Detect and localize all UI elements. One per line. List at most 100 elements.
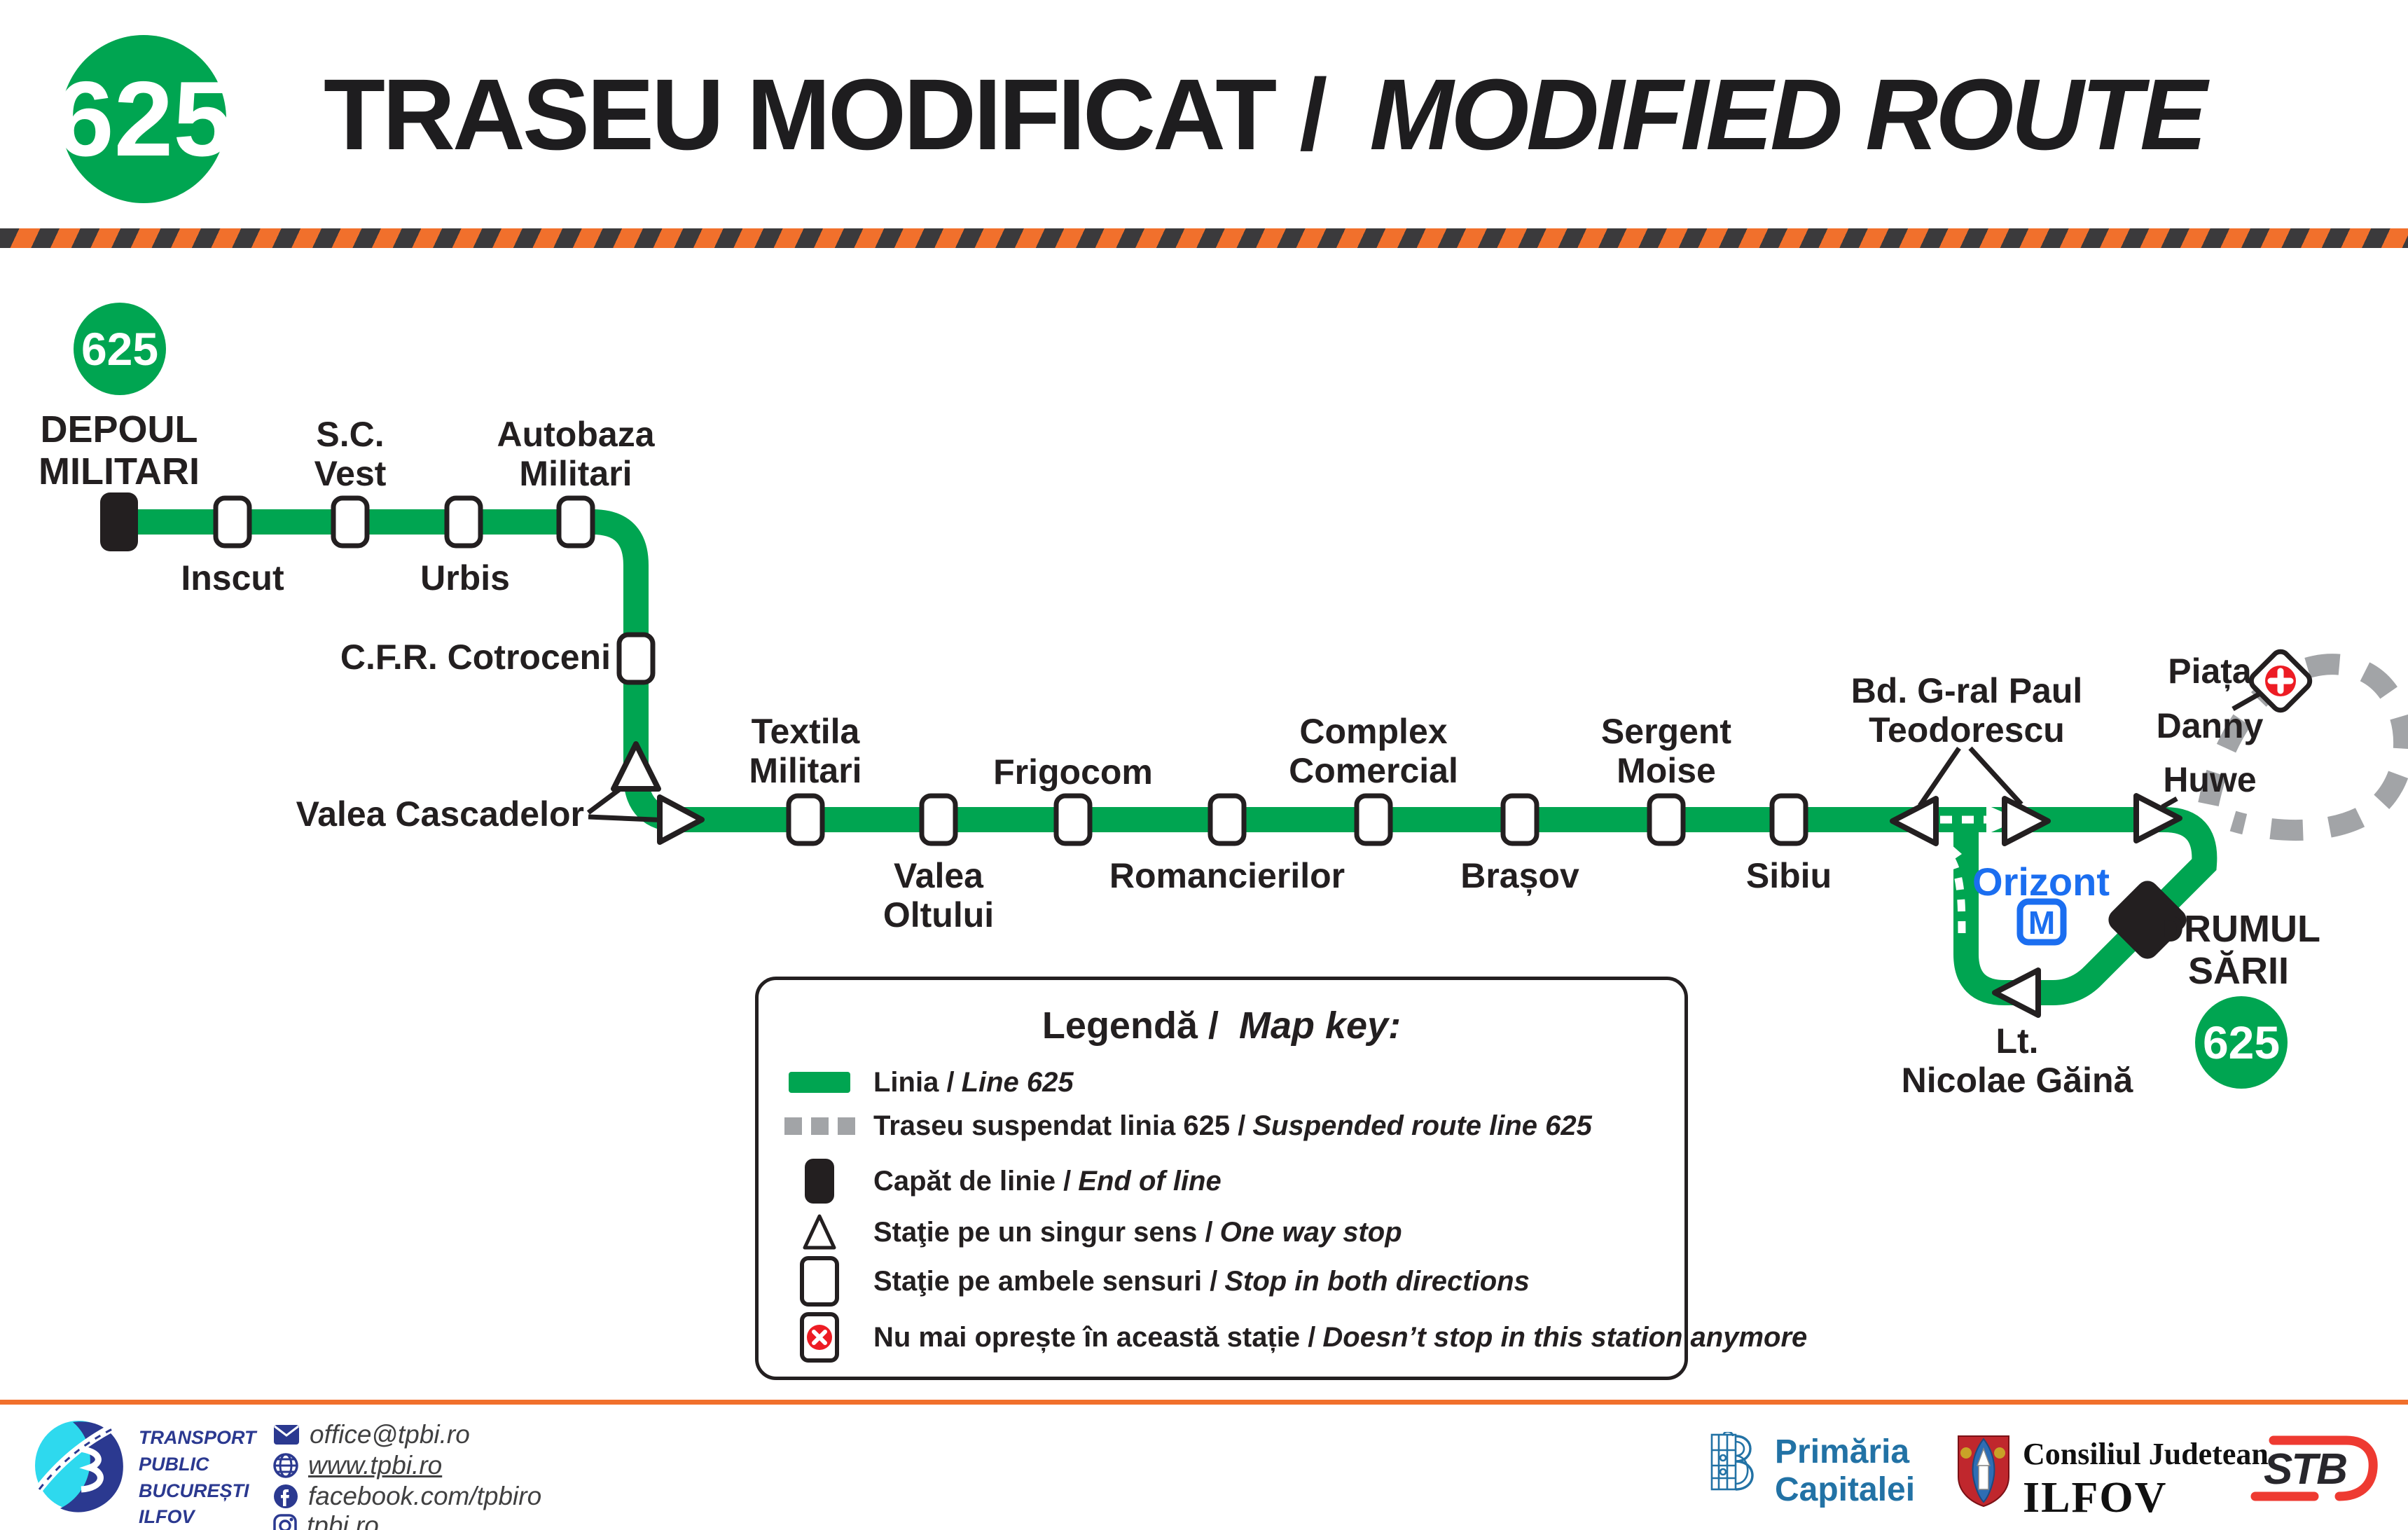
stop-urbis	[444, 495, 483, 549]
line-number: 625	[55, 59, 233, 179]
metro-box	[2016, 898, 2067, 946]
consiliul-ilfov-crest	[1958, 1435, 2009, 1508]
station-label-complex-comercial: Complex Comercial	[1289, 712, 1458, 790]
both-directions-stop-icon	[778, 1256, 861, 1307]
instagram-icon	[273, 1514, 297, 1530]
stop-textila-militari	[786, 793, 825, 846]
contact-website: www.tpbi.ro	[273, 1451, 442, 1480]
pointer-piata-danny-huwe-stop	[2161, 796, 2178, 810]
consiliul-ilfov-label: Consiliul Judetean ILFOV	[2023, 1436, 2269, 1523]
legend-item-no-stop: Nu mai oprește în această stație /Doesn’…	[778, 1311, 1807, 1364]
oneway-stop-teodorescu-west	[1890, 796, 1939, 846]
station-label-valea-oltului: Valea Oltului	[883, 856, 995, 935]
station-label-textila-militari: Textila Militari	[749, 712, 862, 790]
contact-instagram-text: tpbi.ro	[307, 1511, 379, 1530]
legend-text-en: Suspended route line 625	[1252, 1110, 1592, 1141]
station-label-depoul-militari: DEPOUL MILITARI	[39, 408, 200, 493]
primaria-capitalei-logo	[1710, 1432, 1754, 1491]
station-label-sergent-moise: Sergent Moise	[1600, 712, 1732, 790]
legend-text-en: One way stop	[1219, 1216, 1402, 1248]
route-end-badge: 625	[2195, 996, 2288, 1089]
direction-arrow-loop	[1946, 853, 1966, 934]
terminal-depoul-militari	[100, 492, 138, 551]
facebook-icon	[274, 1484, 298, 1508]
legend-item-both-directions: Staţie pe ambele sensuri /Stop in both d…	[778, 1255, 1661, 1308]
suspended-route-line	[2198, 654, 2408, 841]
station-label-sc-vest: S.C. Vest	[314, 415, 387, 493]
oneway-stop-valea-cascadelor-north	[611, 741, 661, 792]
legend-item-end-of-line: Capăt de linie /End of line	[778, 1155, 1661, 1208]
stop-brasov	[1500, 793, 1539, 846]
metro-letter: M	[2028, 904, 2055, 941]
station-label-drumul-sarii: DRUMUL SĂRII	[2157, 908, 2320, 993]
terminal-drumul-sarii	[2108, 881, 2187, 959]
legend-title-english: Map key:	[1238, 1005, 1402, 1047]
legend-text-ro: Capăt de linie /	[873, 1165, 1072, 1197]
consiliu-line1: Consiliul Judetean	[2023, 1437, 2269, 1471]
legend-text-en: Doesn’t stop in this station anymore	[1322, 1321, 1808, 1353]
cross-icon	[2267, 668, 2294, 694]
route-start-badge-label: 625	[81, 323, 159, 375]
suspended-swatch-icon	[778, 1117, 861, 1135]
legend-text-en: Stop in both directions	[1224, 1265, 1530, 1297]
direction-arrowhead-loop	[1939, 834, 1962, 866]
legend-text-ro: Staţie pe ambele sensuri /	[873, 1265, 1218, 1297]
station-label-cfr-cotroceni: C.F.R. Cotroceni	[340, 638, 611, 677]
title-english: MODIFIED ROUTE	[1369, 58, 2207, 171]
station-label-frigocom: Frigocom	[993, 752, 1153, 792]
consiliu-line2: ILFOV	[2023, 1474, 2168, 1522]
oneway-stop-piata-danny-huwe	[2133, 793, 2182, 843]
contact-facebook: facebook.com/tpbiro	[273, 1482, 541, 1510]
stop-sc-vest	[331, 495, 370, 549]
legend-item-suspended: Traseu suspendat linia 625 /Suspended ro…	[778, 1099, 1661, 1152]
oneway-stop-lt-nicolae-gaina	[1992, 967, 2041, 1018]
title-romanian: TRASEU MODIFICAT /	[324, 58, 1327, 171]
email-icon	[274, 1425, 299, 1445]
oneway-stop-valea-cascadelor-east	[657, 794, 705, 845]
station-label-orizont: Orizont	[1972, 860, 2110, 904]
metro-icon: M	[2016, 898, 2067, 946]
station-label-brasov: Brașov	[1460, 856, 1579, 895]
stop-complex-comercial	[1354, 793, 1393, 846]
stop-inscut	[213, 495, 252, 549]
stop-romancierilor	[1208, 793, 1247, 846]
oneway-stop-teodorescu-east	[2002, 796, 2051, 846]
station-label-autobaza-militari: Autobaza Militari	[497, 415, 655, 493]
globe-icon	[273, 1453, 298, 1478]
route-end-badge-label: 625	[2202, 1016, 2281, 1068]
legend-text-en: Line 625	[961, 1066, 1074, 1098]
station-label-romancierilor: Romancierilor	[1109, 856, 1345, 895]
legend-title-romanian: Legendă /	[1042, 1005, 1219, 1047]
stb-letters: STB	[2264, 1445, 2346, 1494]
footer-divider	[0, 1400, 2408, 1405]
stop-cfr-cotroceni	[616, 632, 656, 685]
pointer-teodorescu	[1918, 746, 2023, 807]
agency-name: TRANSPORT PUBLIC BUCUREȘTI ILFOV	[139, 1427, 256, 1528]
map-legend: Legendă / Map key: Linia /Line 625 Trase…	[755, 977, 1807, 1380]
page-title: TRASEU MODIFICAT / MODIFIED ROUTE	[324, 62, 2207, 167]
legend-text-en: End of line	[1078, 1165, 1222, 1197]
station-label-lt-nicolae-gaina: Lt. Nicolae Găină	[1901, 1021, 2133, 1100]
line-swatch-icon	[778, 1072, 861, 1093]
stop-sergent-moise	[1647, 793, 1686, 846]
legend-text-ro: Traseu suspendat linia 625 /	[873, 1110, 1246, 1141]
legend-text-ro: Linia /	[873, 1066, 955, 1098]
one-way-stop-icon	[778, 1213, 861, 1252]
legend-item-line: Linia /Line 625	[778, 1056, 1661, 1109]
station-label-urbis: Urbis	[420, 558, 510, 598]
stop-sibiu	[1769, 793, 1808, 846]
station-label-teodorescu: Bd. G-ral Paul Teodorescu	[1850, 671, 2083, 750]
stop-valea-oltului	[919, 793, 958, 846]
legend-item-one-way-stop: Staţie pe un singur sens /One way stop	[778, 1206, 1661, 1259]
tpbi-logo	[33, 1421, 123, 1512]
stop-frigocom	[1053, 793, 1093, 846]
hazard-stripe-bar	[0, 228, 2408, 248]
end-of-line-icon	[778, 1159, 861, 1204]
legend-text-ro: Nu mai oprește în această stație /	[873, 1321, 1316, 1353]
legend-title: Legendă / Map key:	[759, 1004, 1684, 1047]
primaria-capitalei-label: Primăria Capitalei	[1775, 1433, 1916, 1508]
line-number-badge: 625	[55, 35, 233, 203]
contact-email-text: office@tpbi.ro	[310, 1420, 470, 1449]
